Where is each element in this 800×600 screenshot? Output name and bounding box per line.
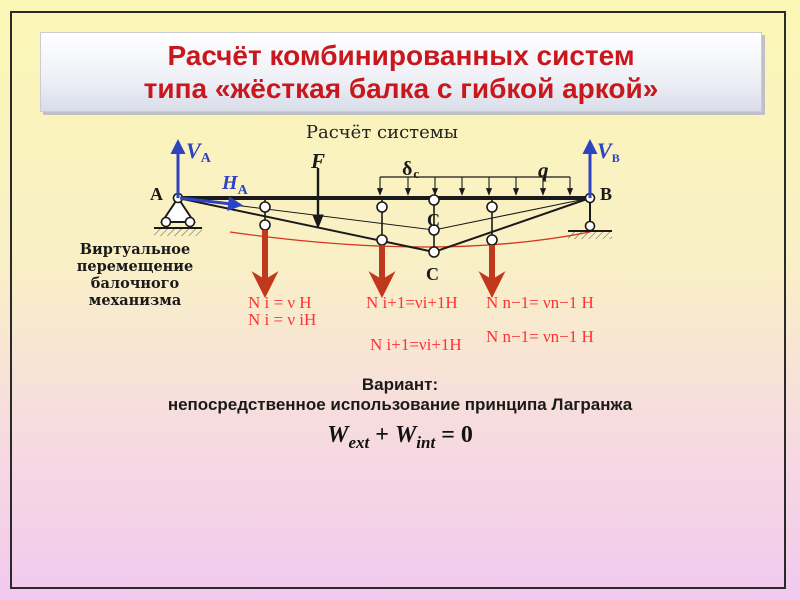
equation-rhs: = 0 <box>441 422 473 448</box>
force-ni1-label-a: N i+1=νi+1H <box>366 293 458 312</box>
load-q-label: q <box>538 158 549 182</box>
ha-label: HA <box>221 172 249 198</box>
title-line-2: типа «жёсткая балка с гибкой аркой» <box>143 73 659 104</box>
force-ni1-label-b: N i+1=νi+1H <box>370 335 462 354</box>
scheme-subtitle: Расчёт системы <box>306 122 458 143</box>
delta-label: δc <box>402 158 419 181</box>
force-ni-label-b: N i = ν iH <box>248 310 316 329</box>
force-nn1-label-a: N n−1= νn−1 H <box>486 293 594 312</box>
title-box: Расчёт комбинированных систем типа «жёст… <box>40 32 762 112</box>
virtual-displacement-caption: Виртуальное перемещение балочного механи… <box>40 241 230 309</box>
virtual-line-2: перемещение <box>76 258 194 275</box>
point-c-upper-label: C <box>427 210 440 230</box>
lagrange-equation: Wext + Wint = 0 <box>300 422 500 453</box>
reaction-ha-arrow <box>179 196 243 212</box>
vb-label: VB <box>597 138 620 165</box>
equation-w-int: W <box>394 422 417 448</box>
variant-label: Вариант: <box>361 375 439 394</box>
force-ni-label-a: N i = ν H <box>248 293 312 312</box>
support-b-label: B <box>600 184 612 204</box>
variant-text: непосредственное использование принципа … <box>167 395 633 414</box>
force-f-label: F <box>310 149 325 173</box>
distributed-load <box>376 176 574 196</box>
thrust-arrows <box>251 230 506 299</box>
virtual-line-1: Виртуальное <box>79 241 191 258</box>
virtual-line-3: балочного <box>90 275 180 292</box>
force-nn1-label-b: N n−1= νn−1 H <box>486 327 594 346</box>
slide-frame <box>10 11 786 589</box>
equation-ext-sub: ext <box>348 432 370 452</box>
support-b <box>568 192 612 239</box>
point-c-lower-label: C <box>426 264 439 284</box>
support-a-label: A <box>150 184 163 204</box>
hinges <box>259 194 498 258</box>
virtual-line-4: механизма <box>88 292 182 309</box>
equation-int-sub: int <box>416 432 436 452</box>
equation-w-ext: W <box>327 422 349 448</box>
equation-plus: + <box>375 422 389 448</box>
va-label: VA <box>186 138 212 166</box>
displacement-curve <box>229 231 591 248</box>
title-line-1: Расчёт комбинированных систем <box>167 40 635 71</box>
support-a <box>154 192 202 236</box>
